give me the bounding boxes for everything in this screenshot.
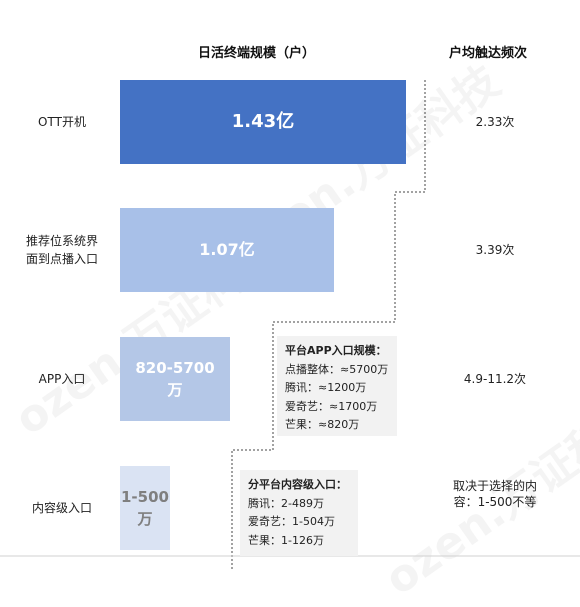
step-divider [231,80,426,570]
app-box-line: 腾讯：≈1200万 [285,381,367,394]
row-label: OTT开机 [12,113,112,131]
row-label-line: 面到点播入口 [25,252,98,266]
content-box-line: 爱奇艺：1-504万 [248,515,335,528]
frequency-line: 4.9-11.2次 [463,372,527,386]
frequency-value: 3.39次 [425,242,565,258]
frequency-line: 3.39次 [475,243,515,257]
frequency-line: 2.33次 [475,115,515,129]
bar-label: 1-500 万 [121,486,169,530]
bar-label: 1.43亿 [232,111,294,133]
app-box-title: 平台APP入口规模： [285,344,387,357]
bar-label-line: 万 [167,381,183,399]
bar-label-line: 1.07亿 [199,240,255,259]
scale-header: 日活终端规模（户） [198,46,316,61]
frequency-value: 取决于选择的内容：1-500不等 [425,478,565,510]
content-box-line: 腾讯：2-489万 [248,496,324,510]
row-label: APP入口 [12,370,112,388]
content-box-title: 分平台内容级入口： [248,478,347,491]
app-entry-box: 平台APP入口规模： 点播整体：≈5700万 腾讯：≈1200万 爱奇艺：≈17… [277,336,397,436]
bar: 1-500 万 [120,466,170,550]
bar: 1.43亿 [120,80,406,164]
row-label-line: 内容级入口 [31,501,92,515]
bar-label-line: 1.43亿 [231,111,295,132]
frequency-value: 2.33次 [425,114,565,130]
frequency-line: 取决于选择的内 [452,479,537,493]
frequency-line: 容：1-500不等 [453,495,537,509]
bar-label-line: 1-500 [121,488,169,506]
app-box-line: 爱奇艺：≈1700万 [285,399,378,413]
content-box-line: 芒果：1-126万 [248,533,324,547]
row-label: 内容级入口 [12,499,112,517]
bar-label-line: 820-5700 [135,359,215,377]
app-box-line: 点播整体：≈5700万 [285,362,389,376]
bar: 820-5700 万 [120,337,230,421]
row-label-line: 推荐位系统界 [25,234,98,248]
bar-label: 1.07亿 [199,239,254,261]
divider-lines [0,80,580,570]
frequency-header: 户均触达频次 [449,46,528,61]
bar-label-line: 万 [137,510,153,528]
row-label-line: OTT开机 [38,115,86,129]
row-label: 推荐位系统界面到点播入口 [12,232,112,268]
content-entry-box: 分平台内容级入口： 腾讯：2-489万 爱奇艺：1-504万 芒果：1-126万 [240,470,358,556]
bar: 1.07亿 [120,208,334,292]
bar-label: 820-5700 万 [135,357,214,401]
app-box-line: 芒果：≈820万 [285,418,360,431]
row-label-line: APP入口 [38,372,86,386]
frequency-value: 4.9-11.2次 [425,371,565,387]
